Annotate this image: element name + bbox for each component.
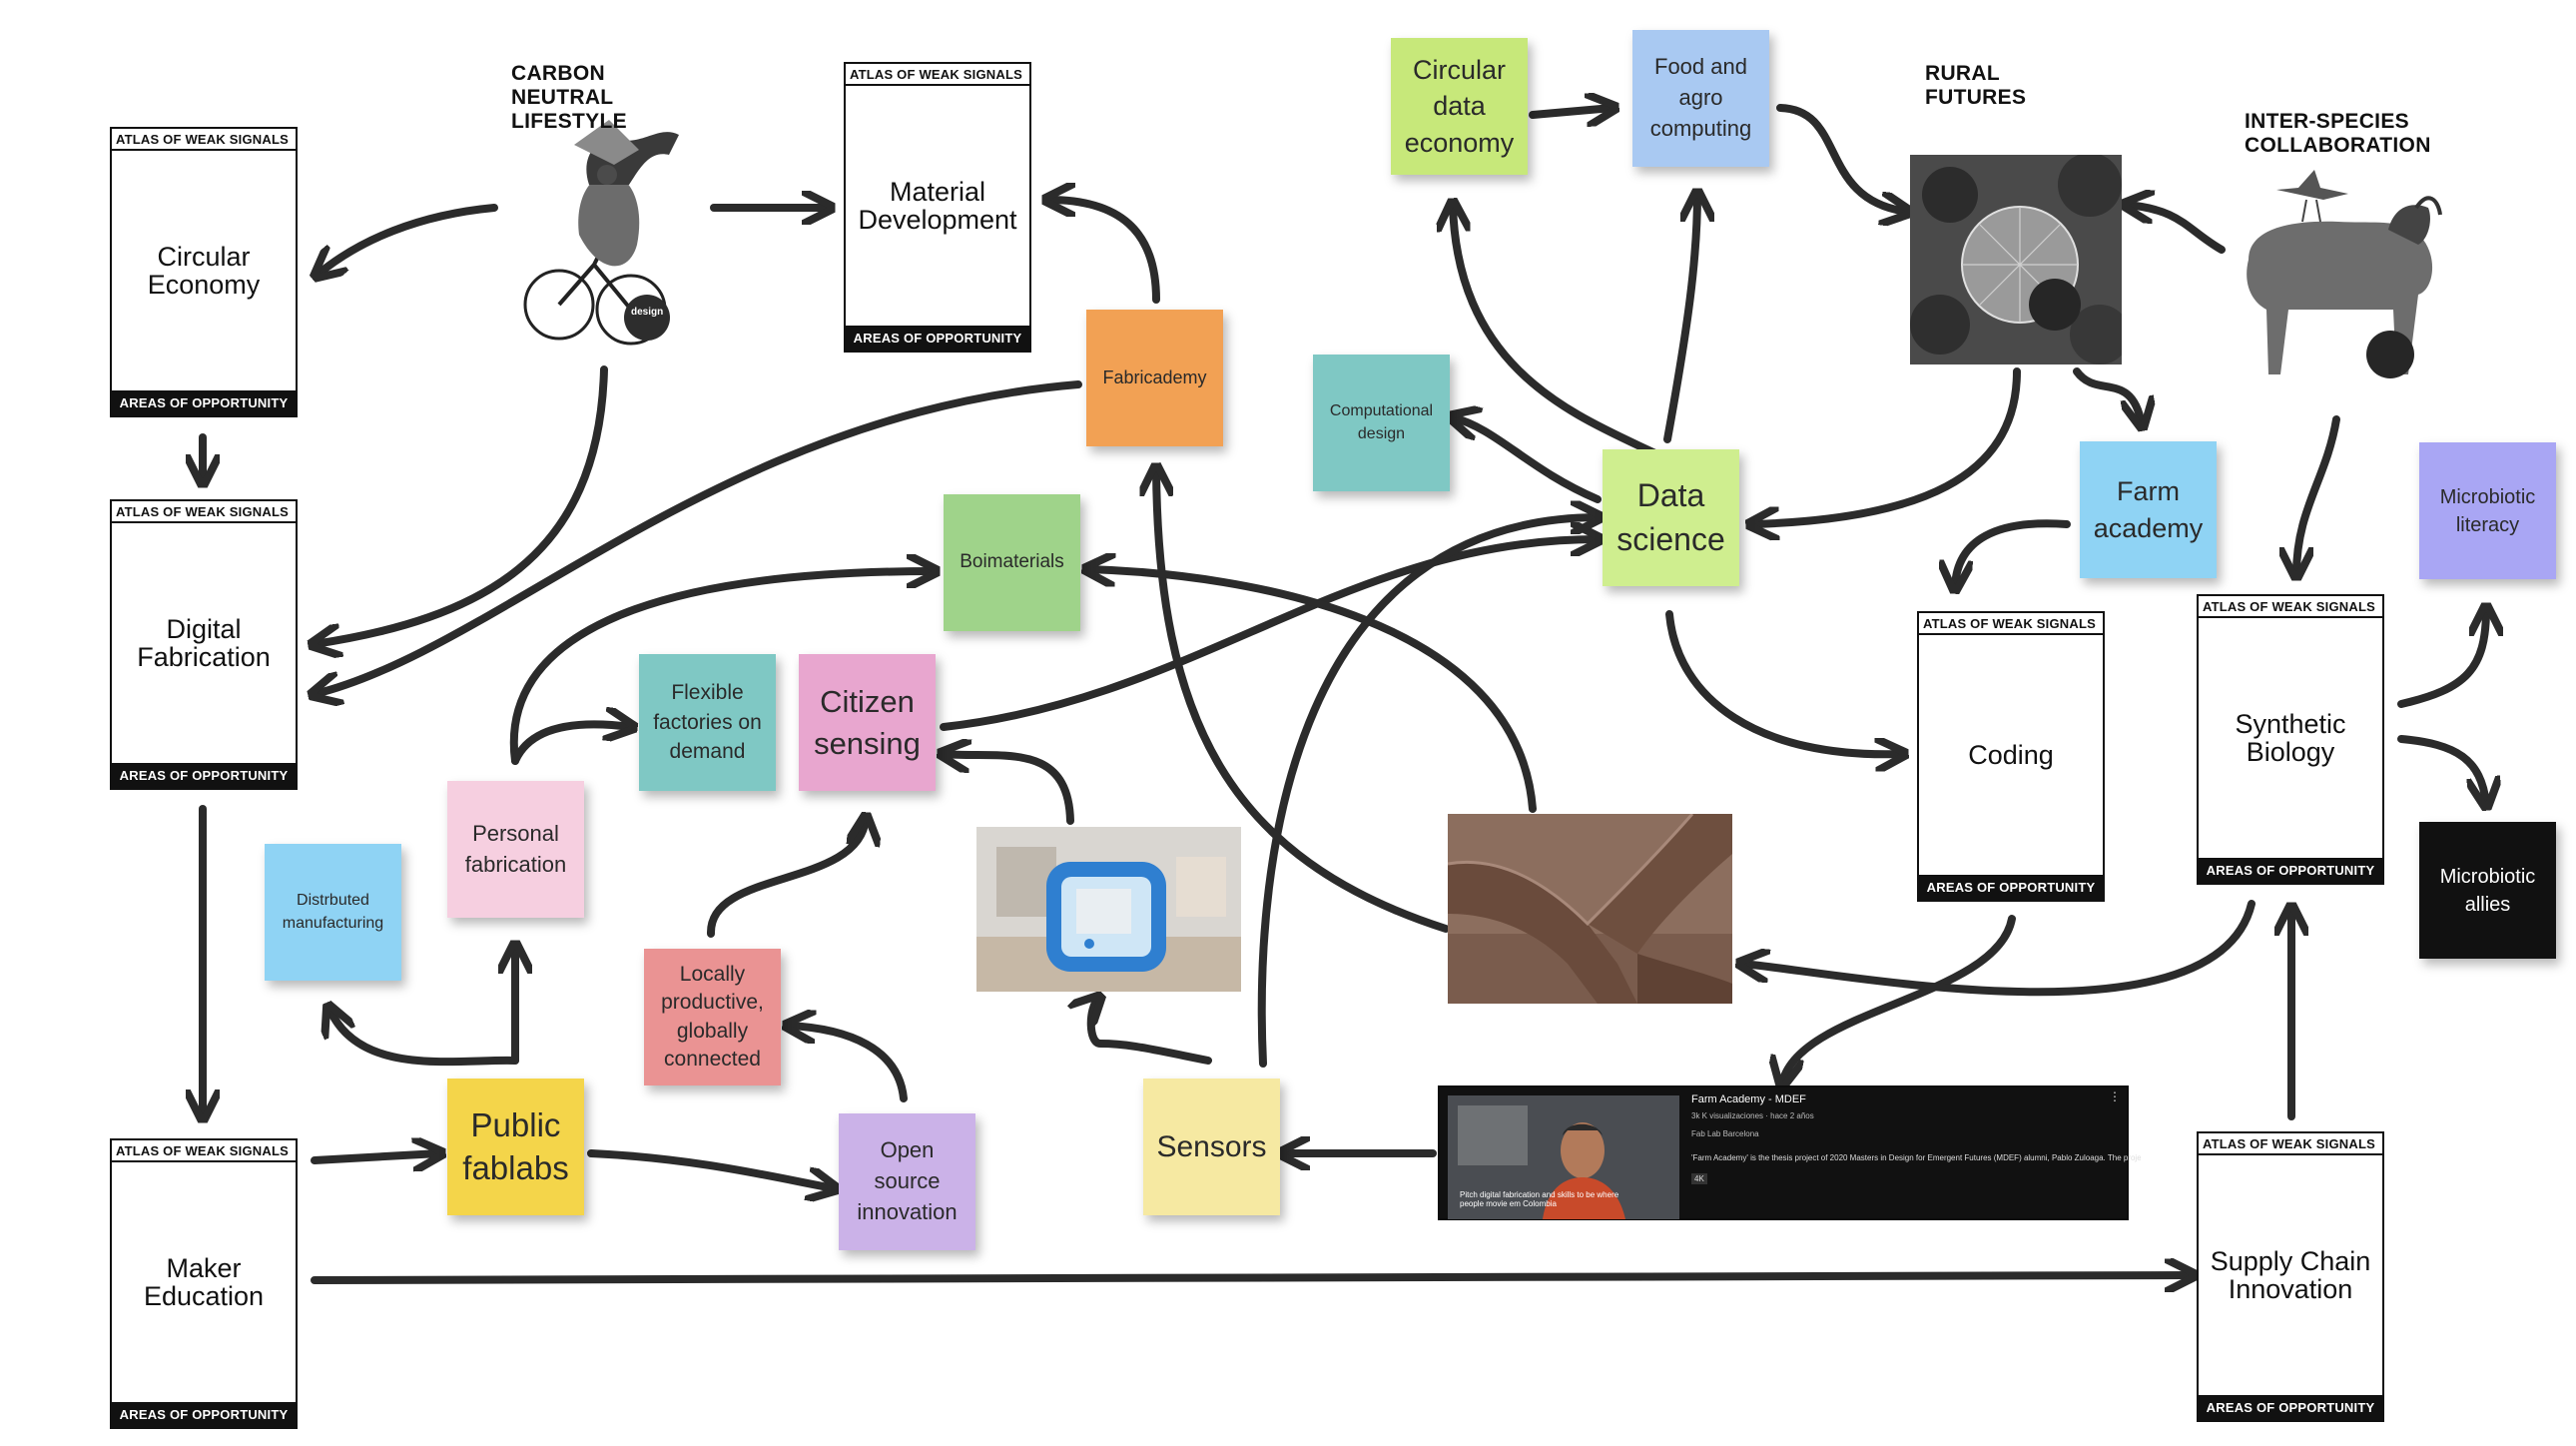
card-footer: AREAS OF OPPORTUNITY [112,390,296,415]
video-title[interactable]: Farm Academy - MDEF [1691,1093,1806,1105]
note-citizen-sensing[interactable]: Citizen sensing [799,654,936,791]
card-title: Digital Fabrication [137,613,271,672]
card-title: Maker Education [143,1252,265,1311]
card-footer: AREAS OF OPPORTUNITY [112,763,296,788]
card-digital-fabrication[interactable]: ATLAS OF WEAK SIGNALS Digital Fabricatio… [110,499,298,790]
card-header: ATLAS OF WEAK SIGNALS [112,501,296,523]
arrow-public-to-distrbuted [329,1009,519,1067]
note-food-agro-computing[interactable]: Food and agro computing [1632,30,1769,167]
arrow-data-to-coding [1665,610,1902,754]
note-locally-productive[interactable]: Locally productive, globally connected [644,949,781,1085]
label-inter-species-collaboration: INTER-SPECIES COLLABORATION [2245,110,2431,158]
arrow-rural-to-data [1752,367,2021,524]
arrow-circular-data-to-food [1529,108,1612,115]
arrow-data-to-computational [1453,417,1602,503]
arrow-synthetic-to-clay [1742,900,2255,997]
card-header: ATLAS OF WEAK SIGNALS [2199,596,2382,618]
note-flexible-factories[interactable]: Flexible factories on demand [639,654,776,791]
card-supply-chain-innovation[interactable]: ATLAS OF WEAK SIGNALS Supply Chain Innov… [2197,1131,2384,1422]
note-fabricademy[interactable]: Fabricademy [1086,310,1223,446]
arrow-device-to-citizen [944,754,1074,825]
note-circular-data-economy[interactable]: Circular data economy [1391,38,1528,175]
arrow-inter-to-synthetic [2296,415,2340,574]
arrow-synthetic-to-literacy [2397,609,2486,708]
note-microbiotic-literacy[interactable]: Microbiotic literacy [2419,442,2556,579]
arrow-public-to-open-source [587,1149,834,1188]
rural-futures-dome-image [1910,155,2122,364]
card-footer: AREAS OF OPPORTUNITY [112,1402,296,1427]
arrow-farm-to-coding [1955,519,2071,587]
card-title: Supply Chain Innovation [2210,1245,2371,1304]
arrow-data-to-circular-data [1453,205,1671,463]
arrow-locally-to-citizen [706,819,866,938]
arrow-food-to-rural [1776,104,1907,212]
card-material-development[interactable]: ATLAS OF WEAK SIGNALS Material Developme… [844,62,1031,353]
card-header: ATLAS OF WEAK SIGNALS [1919,613,2103,635]
note-distrbuted-manufacturing[interactable]: Distrbuted manufacturing [265,844,401,981]
note-open-source-innovation[interactable]: Open source innovation [839,1113,975,1250]
arrow-rural-to-farm [2073,367,2142,424]
video-views: 3k K visualizaciones · hace 2 años [1691,1111,1814,1120]
cyclist-collage-image: design [523,120,679,346]
card-header: ATLAS OF WEAK SIGNALS [2199,1133,2382,1155]
card-footer: AREAS OF OPPORTUNITY [2199,858,2382,883]
clay-3d-print-photo [1448,814,1732,1004]
card-header: ATLAS OF WEAK SIGNALS [112,1140,296,1162]
video-quality-badge: 4K [1691,1173,1707,1184]
card-header: ATLAS OF WEAK SIGNALS [846,64,1029,86]
arrow-personal-to-flexible [511,724,631,765]
note-personal-fabrication[interactable]: Personal fabrication [447,781,584,918]
arrow-lifestyle-to-circular-economy [318,204,498,275]
video-channel[interactable]: Fab Lab Barcelona [1691,1129,1759,1138]
arrow-data-to-food [1663,195,1697,443]
card-title: Material Development [858,176,1017,235]
buffalo-bird-image [2247,170,2442,378]
note-farm-academy[interactable]: Farm academy [2080,441,2217,578]
note-sensors[interactable]: Sensors [1143,1079,1280,1215]
card-header: ATLAS OF WEAK SIGNALS [112,129,296,151]
more-options-icon[interactable]: ⋮ [2109,1089,2121,1103]
sensor-device-photo [976,827,1241,992]
card-coding[interactable]: ATLAS OF WEAK SIGNALS Coding AREAS OF OP… [1917,611,2105,902]
arrow-open-to-locally [789,1026,908,1102]
arrow-coding-to-video [1782,915,2016,1084]
label-rural-futures: RURAL FUTURES [1925,62,2027,110]
youtube-video-player[interactable]: Pitch digital fabrication and skills to … [1438,1085,2141,1220]
stamp-text: design [631,307,663,318]
card-circular-economy[interactable]: ATLAS OF WEAK SIGNALS Circular Economy A… [110,127,298,417]
video-thumbnail[interactable]: Pitch digital fabrication and skills to … [1448,1095,1679,1219]
video-description: 'Farm Academy' is the thesis project of … [1691,1153,2141,1162]
video-thumbnail-image [1448,1095,1679,1219]
card-footer: AREAS OF OPPORTUNITY [846,326,1029,351]
note-computational-design[interactable]: Computational design [1313,355,1450,491]
arrow-clay-to-boimaterials [1088,569,1537,813]
note-microbiotic-allies[interactable]: Microbiotic allies [2419,822,2556,959]
card-synthetic-biology[interactable]: ATLAS OF WEAK SIGNALS Synthetic Biology … [2197,594,2384,885]
arrow-synthetic-to-allies [2397,735,2486,804]
card-title: Coding [1968,739,2054,770]
arrow-inter-to-rural [2127,205,2226,254]
card-footer: AREAS OF OPPORTUNITY [1919,875,2103,900]
note-boimaterials[interactable]: Boimaterials [944,494,1080,631]
card-maker-education[interactable]: ATLAS OF WEAK SIGNALS Maker Education AR… [110,1138,298,1429]
arrow-sensors-to-device [1091,999,1212,1065]
card-title: Circular Economy [147,241,261,300]
video-caption: Pitch digital fabrication and skills to … [1460,1189,1619,1209]
card-footer: AREAS OF OPPORTUNITY [2199,1395,2382,1420]
note-public-fablabs[interactable]: Public fablabs [447,1079,584,1215]
arrow-lifestyle-to-digital-fab [315,365,608,644]
arrow-maker-to-public [311,1153,439,1160]
label-carbon-neutral-lifestyle: CARBON NEUTRAL LIFESTYLE [511,62,627,134]
arrow-maker-to-supply [311,1275,2192,1280]
note-data-science[interactable]: Data science [1603,449,1739,586]
arrow-fabricademy-to-material [1048,200,1160,304]
card-title: Synthetic Biology [2235,708,2346,767]
